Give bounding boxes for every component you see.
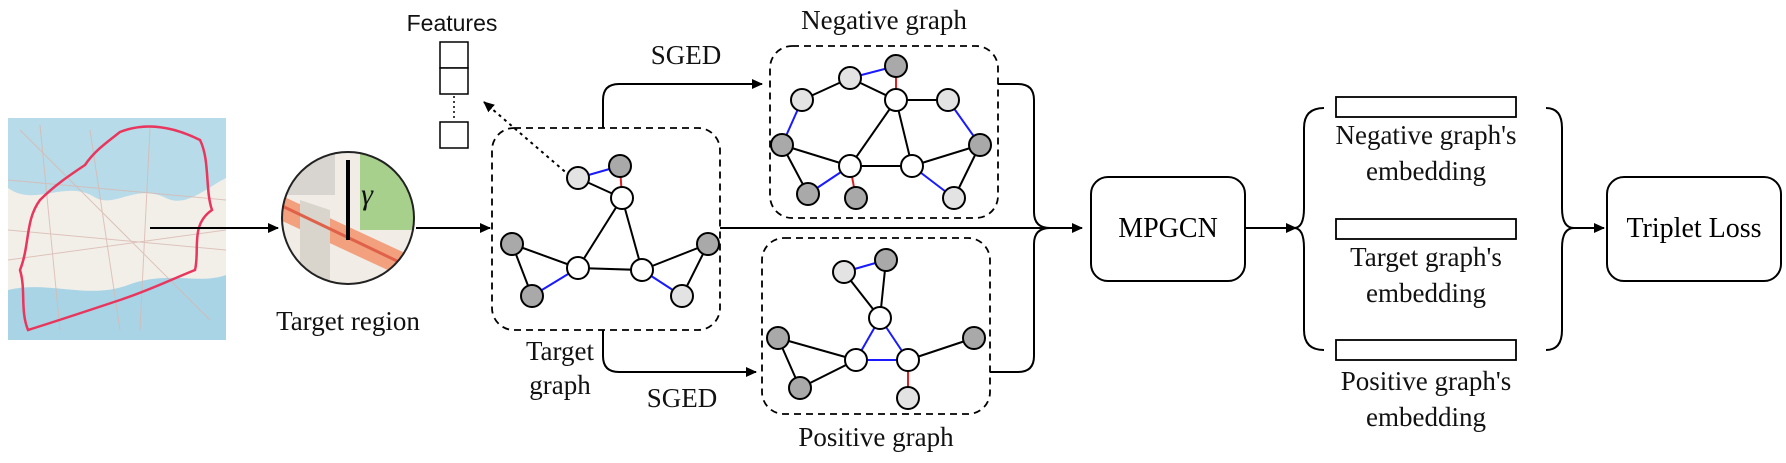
node-to-features-dotted-arrow	[483, 101, 571, 177]
graph-node	[844, 186, 868, 210]
embeddings-left-brace	[1293, 107, 1325, 351]
graph-node	[566, 166, 590, 190]
sged-top-label: SGED	[650, 40, 722, 70]
graph-node	[520, 284, 544, 308]
map-region-outline	[18, 125, 214, 332]
graph-node	[770, 133, 794, 157]
target-embedding-label-line2: embedding	[1366, 278, 1486, 308]
negative-graph-box	[769, 45, 999, 219]
graph-node	[670, 284, 694, 308]
target-embedding-bar	[1335, 218, 1517, 240]
graph-node	[790, 88, 814, 112]
graph-node	[796, 182, 820, 206]
graph-node	[696, 232, 720, 256]
graph-node	[610, 186, 634, 210]
graph-node	[766, 326, 790, 350]
graph-node	[832, 260, 856, 284]
graph-node	[968, 133, 992, 157]
target-to-negative-arrow	[602, 79, 763, 128]
positive-embedding-label-line1: Positive graph's	[1340, 366, 1512, 396]
graph-node	[896, 348, 920, 372]
graph-node	[884, 54, 908, 78]
target-embedding-label-line1: Target graph's	[1350, 242, 1502, 272]
target-graph-box	[491, 127, 721, 331]
graph-node	[900, 154, 924, 178]
negative-to-mpgcn-arrow	[998, 83, 1051, 229]
target-graph-label-line2: graph	[529, 370, 591, 400]
positive-graph-title: Positive graph	[798, 422, 954, 452]
graph-node	[630, 258, 654, 282]
triplet-loss-label: Triplet Loss	[1626, 213, 1762, 244]
mpgcn-label: MPGCN	[1118, 213, 1218, 244]
graph-node	[896, 386, 920, 410]
target-region-label: Target region	[276, 306, 420, 336]
graph-node	[838, 154, 862, 178]
graph-node	[962, 326, 986, 350]
negative-graph-title: Negative graph	[801, 5, 967, 35]
graph-node	[936, 88, 960, 112]
positive-embedding-label-line2: embedding	[1366, 402, 1486, 432]
target-to-positive-arrow	[602, 330, 757, 377]
positive-graph	[766, 248, 986, 410]
positive-embedding-bar	[1335, 339, 1517, 361]
triplet-loss-box: Triplet Loss	[1606, 176, 1782, 282]
graph-node	[500, 232, 524, 256]
negative-graph	[770, 54, 992, 210]
negative-embedding-label-line2: embedding	[1366, 156, 1486, 186]
graph-node	[788, 376, 812, 400]
feature-vector	[439, 41, 469, 149]
graph-node	[608, 154, 632, 178]
graph-node	[844, 348, 868, 372]
features-label: Features	[406, 10, 498, 36]
mpgcn-box: MPGCN	[1090, 176, 1246, 282]
target-region-circle	[281, 151, 415, 285]
target-graph-label-line1: Target	[525, 336, 595, 366]
gamma-symbol: γ	[361, 178, 373, 211]
graph-node	[566, 256, 590, 280]
embeddings-right-brace	[1545, 107, 1575, 351]
positive-to-mpgcn-arrow	[990, 227, 1051, 373]
graph-node	[874, 248, 898, 272]
negative-embedding-bar	[1335, 96, 1517, 118]
target-graph	[500, 154, 720, 308]
graph-node	[884, 88, 908, 112]
graph-node	[868, 306, 892, 330]
graph-node	[942, 186, 966, 210]
graph-node	[838, 66, 862, 90]
sged-bottom-label: SGED	[646, 383, 718, 413]
negative-embedding-label-line1: Negative graph's	[1335, 120, 1517, 150]
